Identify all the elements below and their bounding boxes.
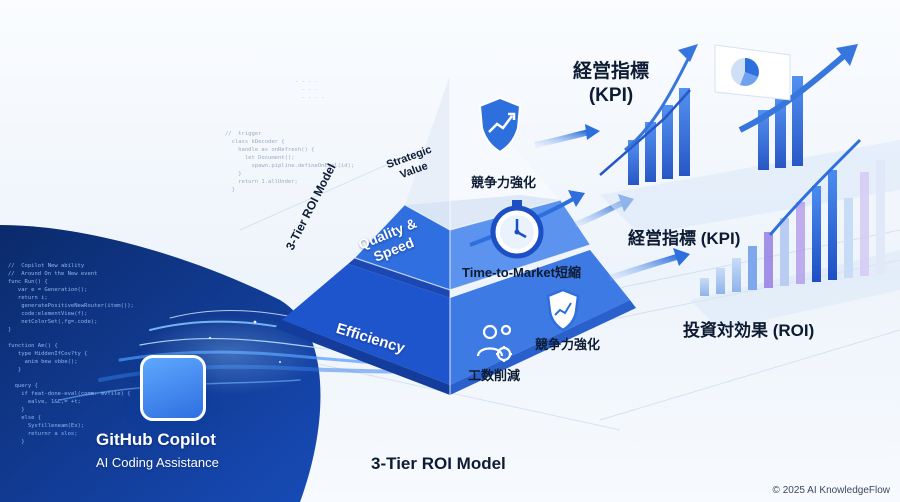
pie-chart-icon	[714, 44, 791, 101]
kpi-top-line2: (KPI)	[588, 85, 634, 106]
efficiency-benefit-label-1: 競争力強化	[535, 337, 601, 352]
copyright-footer: © 2025 AI KnowledgeFlow	[772, 485, 890, 496]
strategic-benefit-label: 競争力強化	[471, 175, 537, 190]
copilot-app-card	[140, 355, 206, 421]
kpi-chart-top	[599, 44, 900, 235]
people-gear-icon	[476, 324, 512, 362]
shield-chart-small-icon	[546, 288, 580, 332]
kpi-mid-label: 経営指標 (KPI)	[628, 229, 741, 248]
shield-chart-icon	[478, 96, 522, 154]
kpi-top-line1: 経営指標	[573, 61, 650, 82]
code-snippet-top: // trigger class kDecoder { handle as on…	[225, 131, 355, 193]
copilot-title: GitHub Copilot	[96, 430, 216, 449]
kpi-top-label: 経営指標 (KPI)	[573, 60, 649, 108]
roi-chart	[690, 138, 900, 330]
code-snippet-small: - - - - - - - - - - -	[295, 79, 325, 101]
code-snippet-left: // Copilot New ability // Around On the …	[8, 263, 134, 445]
stopwatch-icon	[490, 200, 544, 259]
bottom-model-title: 3-Tier ROI Model	[371, 454, 506, 473]
copilot-subtitle: AI Coding Assistance	[96, 455, 219, 470]
roi-label: 投資対効果 (ROI)	[683, 321, 815, 340]
speed-benefit-label: Time-to-Market短縮	[462, 265, 581, 280]
efficiency-benefit-label-2: 工数削減	[468, 368, 521, 383]
